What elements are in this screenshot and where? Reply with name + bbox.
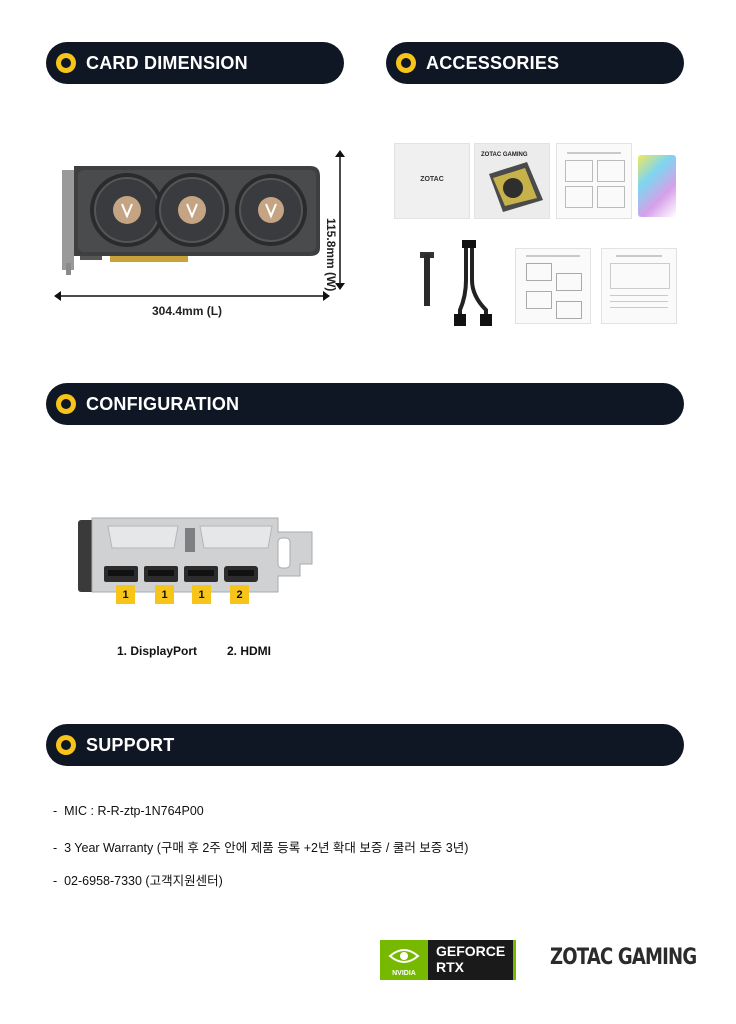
port-badge: 1 (116, 585, 135, 604)
bullet-icon (56, 735, 76, 755)
zotac-gaming-logo: ZOTAC GAMING (550, 945, 697, 970)
accessory-box-art: ZOTAC GAMING (474, 143, 550, 219)
length-dimension-arrow (54, 291, 330, 301)
nvidia-eye-icon: NVIDIA (380, 940, 428, 980)
bullet-icon (56, 53, 76, 73)
port-badge: 2 (230, 585, 249, 604)
io-bracket-image (78, 517, 313, 593)
port-legend-displayport: 1. DisplayPort (117, 644, 198, 658)
height-dimension-arrow (335, 150, 345, 290)
support-line-phone: - 02-6958-7330 (고객지원센터) (53, 874, 223, 888)
box-art-brand: ZOTAC GAMING (481, 152, 528, 158)
section-header-card-dimension: CARD DIMENSION (46, 42, 344, 84)
port-badge: 1 (155, 585, 174, 604)
port-legend-hdmi: 2. HDMI (227, 644, 272, 658)
section-title: CONFIGURATION (86, 393, 240, 414)
section-title: SUPPORT (86, 734, 175, 755)
accessory-sticker (638, 155, 676, 217)
accessory-box-white: ZOTAC (394, 143, 470, 219)
accessory-manual-1 (556, 143, 632, 219)
section-header-support: SUPPORT (46, 724, 684, 766)
accessory-stand-and-cable (420, 240, 492, 326)
box-art-card-graphic (489, 162, 543, 212)
length-label: 304.4mm (L) (152, 304, 223, 318)
graphics-card-image (62, 166, 320, 275)
support-line-mic: - MIC : R-R-ztp-1N764P00 (53, 804, 204, 818)
section-title: CARD DIMENSION (86, 52, 248, 73)
section-header-accessories: ACCESSORIES (386, 42, 684, 84)
accessory-manual-2 (515, 248, 591, 324)
port-badge: 1 (192, 585, 211, 604)
accessory-safety-leaflet (601, 248, 677, 324)
bullet-icon (56, 394, 76, 414)
support-line-warranty: - 3 Year Warranty (구매 후 2주 안에 제품 등록 +2년 … (53, 841, 469, 855)
nvidia-geforce-rtx-logo: NVIDIA GEFORCE RTX (380, 940, 516, 980)
section-header-configuration: CONFIGURATION (46, 383, 684, 425)
box-brand: ZOTAC (420, 176, 444, 183)
section-title: ACCESSORIES (426, 52, 560, 73)
bullet-icon (396, 53, 416, 73)
